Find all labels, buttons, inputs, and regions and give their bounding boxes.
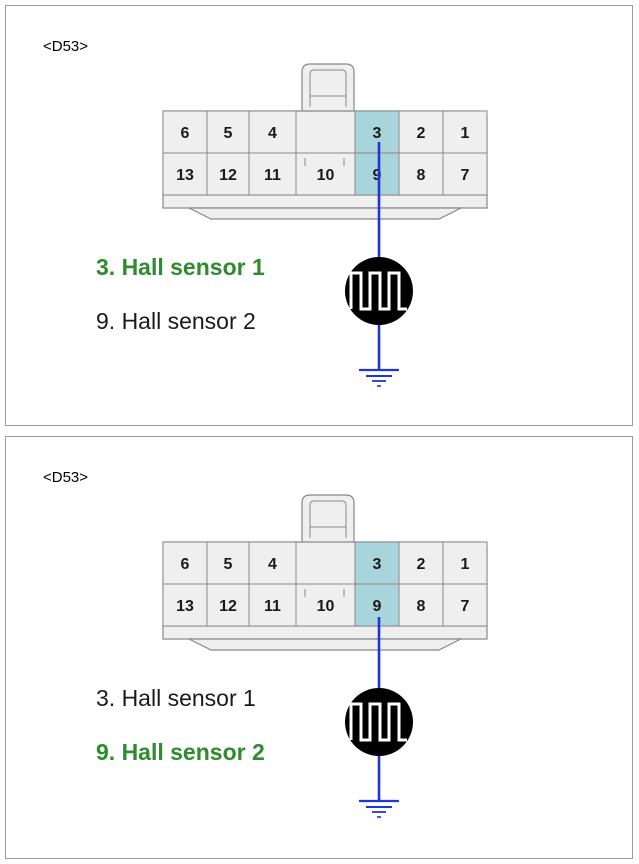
pin-cell (442, 583, 488, 627)
pin-label-2: 2 (417, 125, 426, 142)
pin-label-2: 2 (417, 556, 426, 573)
pin-label-10: 10 (317, 598, 335, 615)
pin-cell (248, 541, 297, 585)
pin-label-6: 6 (181, 125, 190, 142)
pin-label-1: 1 (461, 125, 470, 142)
pin-label-12: 12 (219, 598, 237, 615)
pin-label-11: 11 (264, 598, 281, 615)
pin-cell (206, 541, 250, 585)
pin-label-9: 9 (373, 167, 382, 184)
pin-label-8: 8 (417, 598, 426, 615)
pin-label-1: 1 (461, 556, 470, 573)
pin-label-13: 13 (176, 167, 194, 184)
square-wave-icon (345, 688, 413, 756)
pin-cell (398, 152, 444, 196)
connector-flange (188, 638, 462, 651)
pin-cell (442, 152, 488, 196)
legend-item-hall-sensor-2: 9. Hall sensor 2 (96, 308, 256, 334)
pin-label-12: 12 (219, 167, 237, 184)
pin-label-4: 4 (268, 125, 277, 142)
legend-item-hall-sensor-1: 3. Hall sensor 1 (96, 254, 265, 280)
connector-base (162, 194, 488, 209)
connector-latch (301, 494, 355, 542)
connector-diagram: 6 5 4 3 2 1 13 12 11 10 9 8 7 (162, 494, 488, 818)
pin-label-7: 7 (461, 598, 470, 615)
connector-id: <D53> (43, 38, 89, 55)
pin-cell (248, 152, 297, 196)
pin-cell (162, 152, 208, 196)
connector-latch (301, 63, 355, 111)
pin-cell (206, 152, 250, 196)
pin-cell (442, 110, 488, 154)
pin-cell (398, 541, 444, 585)
pin-cell (398, 583, 444, 627)
pin-label-5: 5 (224, 125, 233, 142)
pin-cell (248, 583, 297, 627)
pin-label-10: 10 (317, 167, 335, 184)
pin-label-5: 5 (224, 556, 233, 573)
pin-label-13: 13 (176, 598, 194, 615)
connector-flange (188, 207, 462, 220)
pin-cell (295, 152, 356, 196)
pin-label-3: 3 (373, 556, 382, 573)
ground-icon (359, 799, 399, 818)
pin-10-guide (304, 158, 345, 166)
pin-cell (442, 541, 488, 585)
pin-label-8: 8 (417, 167, 426, 184)
pin-cell (354, 541, 400, 585)
pin-10-guide (304, 589, 345, 597)
pin-label-9: 9 (373, 598, 382, 615)
square-wave-icon (345, 257, 413, 325)
legend-item-hall-sensor-2: 9. Hall sensor 2 (96, 739, 265, 765)
pin-label-4: 4 (268, 556, 277, 573)
pin-cell (206, 583, 250, 627)
legend-item-hall-sensor-1: 3. Hall sensor 1 (96, 685, 256, 711)
pin-label-3: 3 (373, 125, 382, 142)
connector-panel-pin-3: <D53> 6 5 4 3 2 1 13 12 11 10 9 8 7 3. Hall sensor 1… (5, 5, 633, 426)
pin-cell (354, 152, 400, 196)
pin-label-7: 7 (461, 167, 470, 184)
connector-id: <D53> (43, 469, 89, 486)
connector-panel-pin-9: <D53> 6 5 4 3 2 1 13 12 11 10 9 8 7 3. Hall sensor 1… (5, 436, 633, 859)
pin-cell (162, 541, 208, 585)
pin-cell (162, 110, 208, 154)
ground-icon (359, 368, 399, 387)
connector-diagram: 6 5 4 3 2 1 13 12 11 10 9 8 7 (162, 63, 488, 387)
pin-label-6: 6 (181, 556, 190, 573)
pin-label-11: 11 (264, 167, 281, 184)
connector-base (162, 625, 488, 640)
